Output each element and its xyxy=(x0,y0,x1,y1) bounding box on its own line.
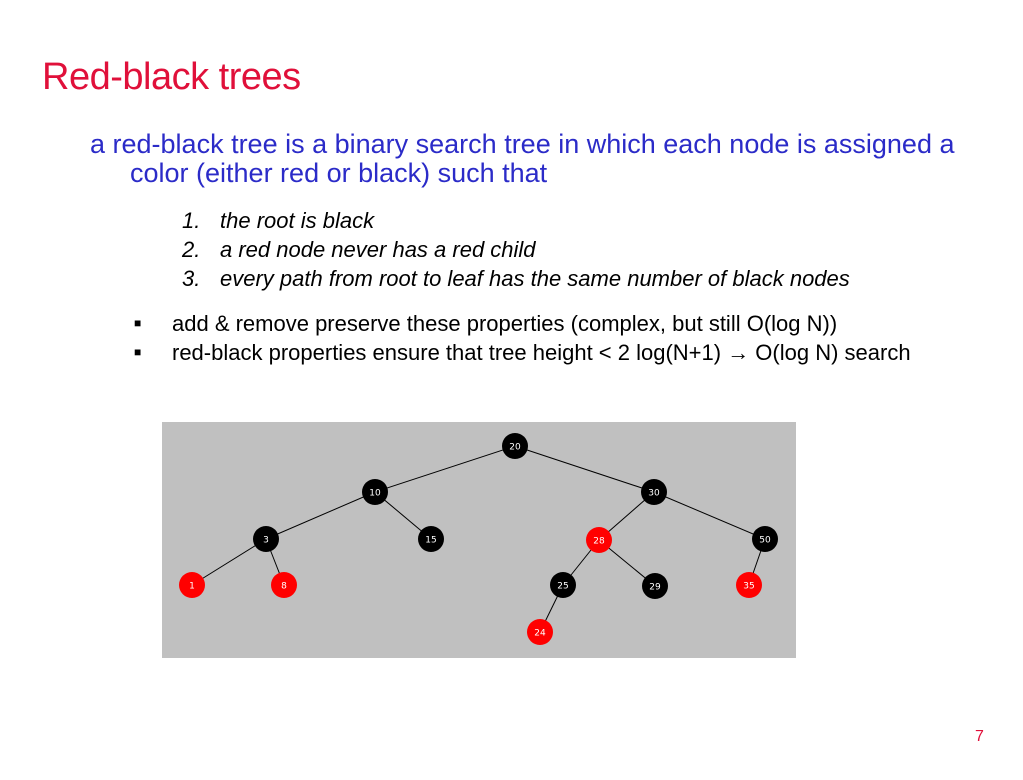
tree-node-8: 8 xyxy=(271,572,297,598)
property-item: 1. the root is black xyxy=(182,206,850,235)
tree-edge xyxy=(514,445,655,493)
tree-node-circle xyxy=(550,572,576,598)
tree-node-35: 35 xyxy=(736,572,762,598)
property-text: the root is black xyxy=(220,208,375,233)
tree-node-circle xyxy=(271,572,297,598)
tree-node-10: 10 xyxy=(362,479,388,505)
tree-node-circle xyxy=(527,619,553,645)
property-text: a red node never has a red child xyxy=(220,237,536,262)
tree-node-label: 24 xyxy=(534,629,546,639)
property-item: 2. a red node never has a red child xyxy=(182,235,850,264)
tree-node-28: 28 xyxy=(586,527,612,553)
tree-node-1: 1 xyxy=(179,572,205,598)
property-number: 1. xyxy=(182,208,201,233)
tree-edge xyxy=(374,445,516,493)
tree-edge xyxy=(653,491,766,540)
tree-node-circle xyxy=(641,479,667,505)
lead-paragraph: a red-black tree is a binary search tree… xyxy=(90,129,955,188)
property-list: 1. the root is black 2. a red node never… xyxy=(182,206,850,293)
tree-node-circle xyxy=(502,433,528,459)
tree-node-25: 25 xyxy=(550,572,576,598)
tree-node-label: 20 xyxy=(509,443,521,453)
tree-node-50: 50 xyxy=(752,526,778,552)
tree-node-20: 20 xyxy=(502,433,528,459)
bullet-text: add & remove preserve these properties (… xyxy=(172,311,838,336)
tree-diagram-panel: 20 10 30 3 15 28 50 1 8 25 29 35 24 xyxy=(162,422,796,658)
tree-node-label: 35 xyxy=(743,582,754,592)
tree-node-circle xyxy=(752,526,778,552)
slide-title: Red-black trees xyxy=(42,56,301,98)
tree-node-15: 15 xyxy=(418,526,444,552)
tree-node-circle xyxy=(253,526,279,552)
tree-edge xyxy=(265,491,376,540)
property-number: 2. xyxy=(182,237,201,262)
bullet-text: red-black properties ensure that tree he… xyxy=(172,340,911,365)
property-text: every path from root to leaf has the sam… xyxy=(220,266,850,291)
property-item: 3. every path from root to leaf has the … xyxy=(182,264,850,293)
tree-node-label: 10 xyxy=(369,489,381,499)
tree-node-circle xyxy=(179,572,205,598)
tree-node-label: 28 xyxy=(593,537,605,547)
tree-node-label: 1 xyxy=(189,582,195,592)
tree-node-30: 30 xyxy=(641,479,667,505)
square-bullet-icon: ■ xyxy=(134,316,142,330)
tree-node-label: 30 xyxy=(648,489,660,499)
tree-node-label: 8 xyxy=(281,582,287,592)
property-number: 3. xyxy=(182,266,201,291)
tree-node-circle xyxy=(418,526,444,552)
square-bullet-icon: ■ xyxy=(134,345,142,359)
tree-node-circle xyxy=(362,479,388,505)
tree-node-circle xyxy=(736,572,762,598)
tree-node-circle xyxy=(586,527,612,553)
tree-node-label: 25 xyxy=(557,582,568,592)
bullet-item: ■ add & remove preserve these properties… xyxy=(134,309,911,338)
tree-edge xyxy=(191,538,267,586)
tree-node-29: 29 xyxy=(642,573,668,599)
tree-node-label: 50 xyxy=(759,536,771,546)
bullet-list: ■ add & remove preserve these properties… xyxy=(134,309,911,367)
tree-node-circle xyxy=(642,573,668,599)
tree-node-label: 29 xyxy=(649,583,661,593)
tree-node-24: 24 xyxy=(527,619,553,645)
tree-node-label: 15 xyxy=(425,536,436,546)
tree-node-3: 3 xyxy=(253,526,279,552)
bullet-item: ■ red-black properties ensure that tree … xyxy=(134,338,911,367)
page-number: 7 xyxy=(975,728,984,745)
red-black-tree-diagram: 20 10 30 3 15 28 50 1 8 25 29 35 24 xyxy=(179,433,778,645)
tree-node-label: 3 xyxy=(263,536,269,546)
